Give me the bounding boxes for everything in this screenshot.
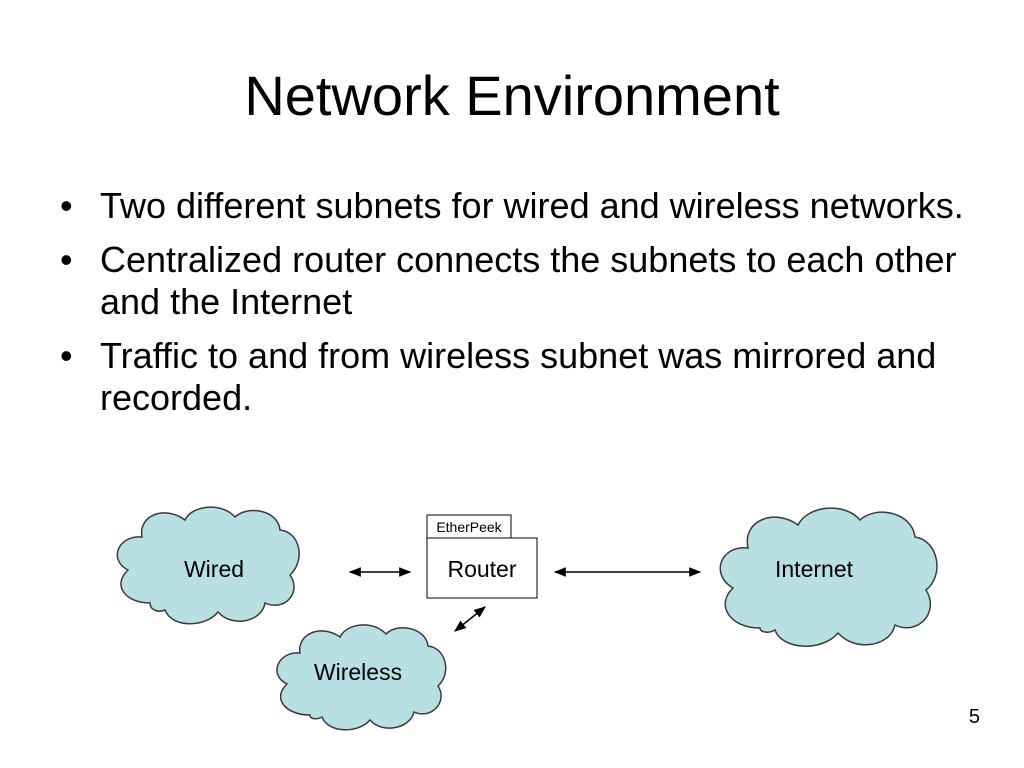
cloud-icon [116, 506, 300, 625]
wireless-label: Wireless [314, 659, 402, 685]
bullet-item: • Traffic to and from wireless subnet wa… [60, 335, 980, 419]
wired-label: Wired [184, 556, 244, 582]
router-label: Router [447, 556, 516, 582]
bullet-icon: • [60, 185, 73, 226]
bullet-item: • Two different subnets for wired and wi… [60, 185, 980, 227]
slide-title: Network Environment [244, 64, 780, 127]
page-number: 5 [968, 706, 980, 728]
wireless-cloud: Wireless [276, 624, 447, 731]
bullet-icon: • [60, 335, 73, 376]
bullet-text: Traffic to and from wireless subnet was … [100, 335, 937, 418]
internet-cloud: Internet [719, 507, 938, 647]
bullet-list: • Two different subnets for wired and wi… [60, 185, 980, 431]
internet-label: Internet [775, 556, 854, 582]
router-box: Router [426, 537, 538, 599]
wired-cloud: Wired [116, 506, 300, 625]
bullet-item: • Centralized router connects the subnet… [60, 239, 980, 323]
cloud-icon [719, 507, 938, 647]
cloud-icon [276, 624, 447, 731]
router-wireless-arrow [454, 606, 486, 632]
bullet-text: Two different subnets for wired and wire… [100, 185, 964, 226]
bullet-text: Centralized router connects the subnets … [100, 239, 957, 322]
etherpeek-label: EtherPeek [436, 519, 502, 535]
bullet-icon: • [60, 239, 73, 280]
etherpeek-box: EtherPeek [426, 514, 512, 539]
